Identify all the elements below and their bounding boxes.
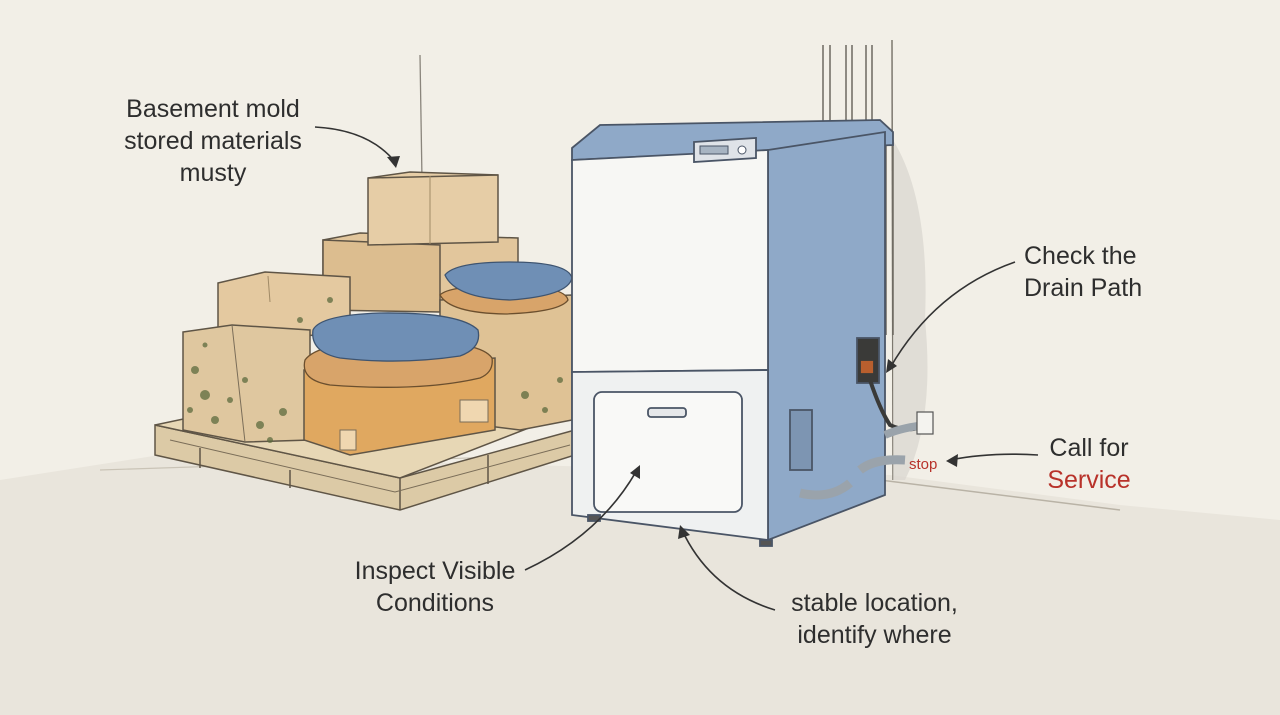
arrow-service — [949, 453, 1039, 461]
mold-spots — [187, 297, 563, 443]
arrow-drain — [889, 261, 1016, 369]
label-basement-mold: Basement mold stored materials musty — [113, 93, 313, 189]
folded-blankets-blue — [312, 261, 573, 362]
arrow-inspect — [524, 469, 638, 571]
arrow-stable — [681, 529, 776, 611]
wall-outlet — [916, 411, 934, 435]
vertical-pipes — [822, 45, 894, 335]
floor — [0, 455, 1280, 715]
side-outlet — [789, 409, 813, 471]
drain-hose — [798, 479, 853, 500]
label-line: stable location, — [791, 589, 958, 617]
label-call-for-service: Call for Service — [1044, 432, 1134, 496]
label-line: Check the — [1024, 242, 1137, 270]
label-line: Drain Path — [1024, 274, 1143, 302]
label-check-drain-path: Check the Drain Path — [1024, 240, 1142, 304]
unit-front — [571, 149, 769, 373]
arrow-basement — [314, 126, 397, 164]
annotation-arrows — [314, 126, 1039, 611]
water-tank-drawer — [593, 391, 743, 513]
label-line: stored materials — [124, 127, 302, 155]
label-line-accent: Service — [1047, 466, 1131, 494]
label-line: Basement mold — [126, 95, 300, 123]
label-inspect-visible-conditions: Inspect Visible Conditions — [345, 555, 525, 619]
unit-side — [767, 130, 886, 542]
top-box — [367, 171, 499, 246]
moldy-box — [182, 324, 311, 443]
dehumidifier-unit — [571, 119, 894, 547]
wall-shadow — [893, 140, 928, 480]
label-stable-location: stable location, identify where — [782, 587, 967, 651]
label-line: Call for — [1049, 434, 1129, 462]
label-line: Conditions — [375, 589, 495, 617]
drawer-handle — [647, 407, 687, 418]
label-line: musty — [179, 159, 247, 187]
label-line: identify where — [797, 621, 952, 649]
label-line: Inspect Visible — [354, 557, 516, 585]
label-stop: stop — [909, 456, 938, 473]
